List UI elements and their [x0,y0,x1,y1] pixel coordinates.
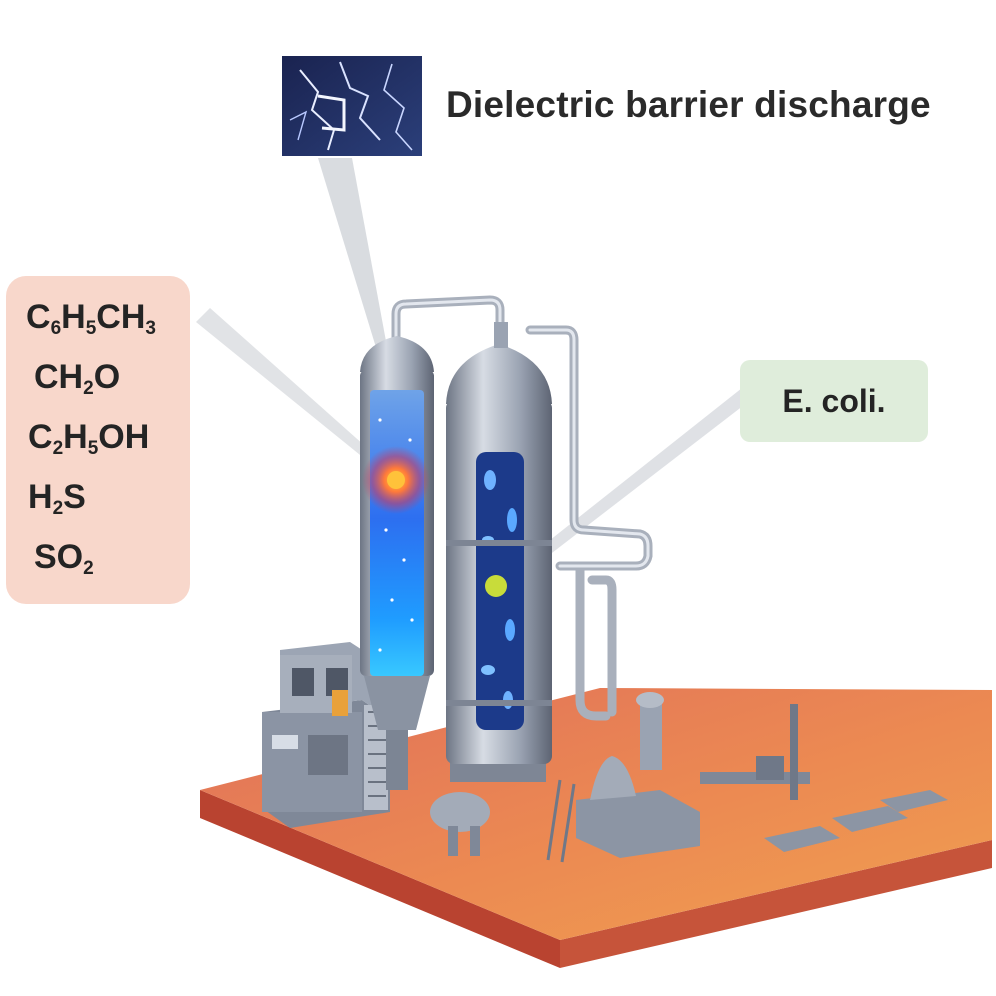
beam-to-ecoli [540,388,748,556]
bacteria-label: E. coli. [782,382,886,419]
bacteria-label-panel: E. coli. [740,360,928,442]
control-cabinets [262,642,390,828]
formula-hydrogen-sulfide: H2S [28,478,86,519]
platform-side-left [200,790,560,968]
formula-toluene: C6H5CH3 [26,298,156,339]
formula-formaldehyde: CH2O [34,358,121,399]
discharge-photo [282,56,422,156]
pipework-highlight [394,298,650,568]
plasma-reactor [360,336,434,790]
auxiliary-equipment [430,692,948,863]
beam-from-spark [318,158,388,354]
platform-side-right [560,840,992,968]
pollutant-list-panel: C6H5CH3 CH2O C2H5OH H2S SO2 [6,276,190,604]
beam-to-pollutants [196,308,392,476]
title-dbd: Dielectric barrier discharge [446,84,931,125]
bio-reactor [446,322,552,782]
formula-ethanol: C2H5OH [28,418,150,459]
formula-sulfur-dioxide: SO2 [34,538,94,579]
